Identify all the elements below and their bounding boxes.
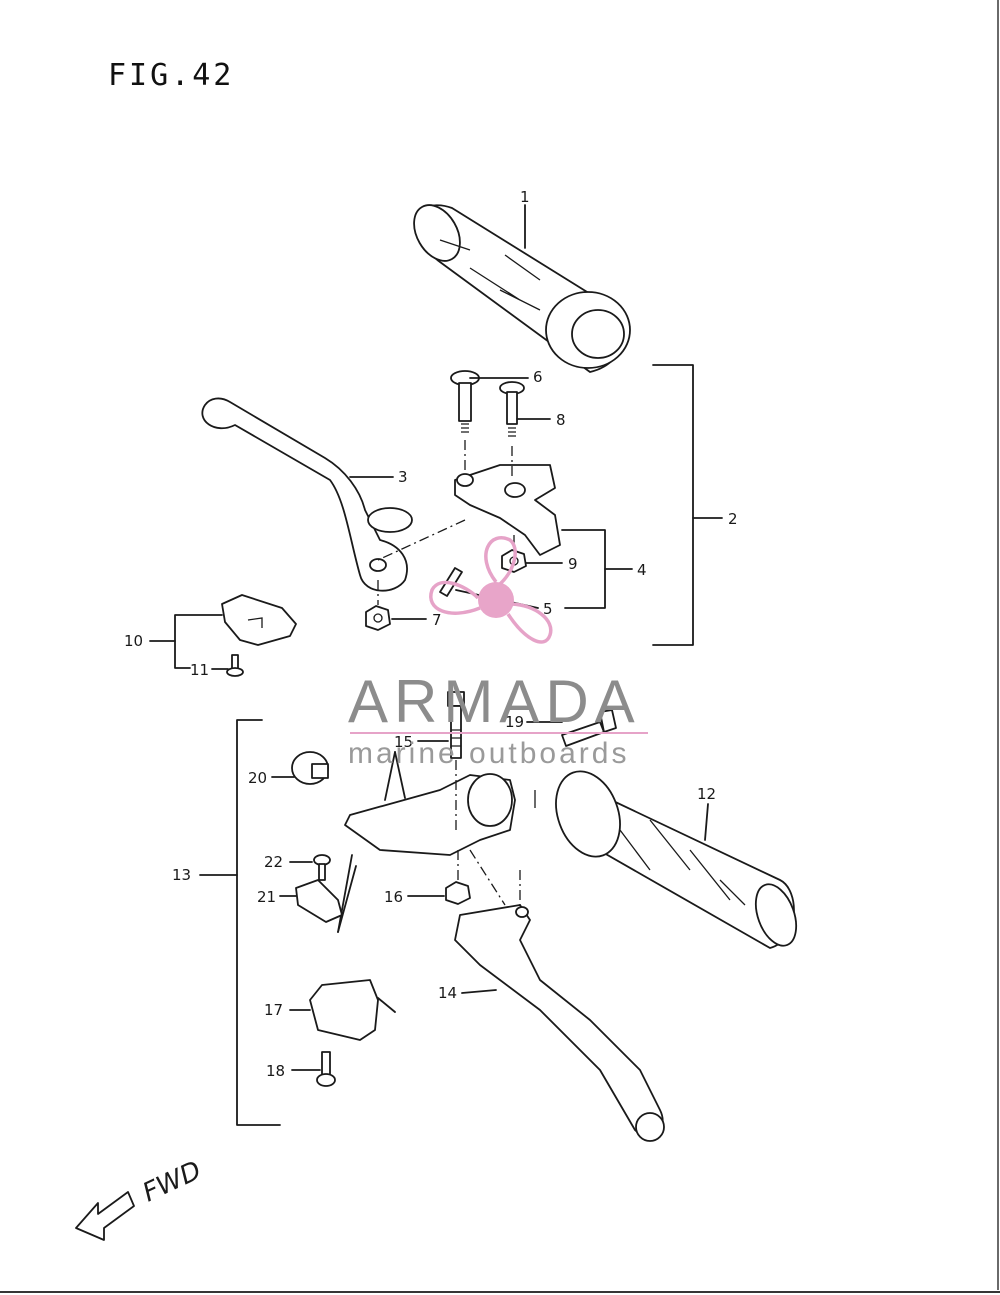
part-6-screw bbox=[450, 370, 480, 433]
callout-22: 22 bbox=[264, 853, 283, 871]
part-20-knob bbox=[291, 751, 329, 785]
part-17-switch bbox=[309, 979, 396, 1041]
part-7-nut bbox=[365, 605, 391, 631]
callout-21: 21 bbox=[257, 888, 276, 906]
figure-title: FIG.42 bbox=[108, 58, 235, 93]
callout-2: 2 bbox=[728, 510, 738, 528]
callout-8: 8 bbox=[556, 411, 566, 429]
callout-20: 20 bbox=[248, 769, 267, 787]
part-3-lever bbox=[201, 397, 413, 592]
part-1-throttle-grip bbox=[413, 204, 631, 373]
part-10-switch bbox=[221, 594, 297, 646]
fwd-label: FWD bbox=[138, 1156, 206, 1209]
watermark-brand: ARMADA bbox=[348, 668, 641, 735]
part-21-cover bbox=[295, 879, 343, 923]
callout-18: 18 bbox=[266, 1062, 285, 1080]
callout-5: 5 bbox=[543, 600, 553, 618]
part-18-screw bbox=[316, 1051, 336, 1087]
part-14-brake-lever bbox=[344, 773, 665, 1142]
callout-6: 6 bbox=[533, 368, 543, 386]
callout-16: 16 bbox=[384, 888, 403, 906]
callout-13: 13 bbox=[172, 866, 191, 884]
part-16-nut bbox=[445, 881, 471, 905]
callout-9: 9 bbox=[568, 555, 578, 573]
callout-7: 7 bbox=[432, 611, 442, 629]
callout-12: 12 bbox=[697, 785, 716, 803]
arrow-icon bbox=[75, 1191, 135, 1241]
part-12-grip bbox=[555, 770, 798, 949]
callout-10: 10 bbox=[124, 632, 143, 650]
callout-3: 3 bbox=[398, 468, 408, 486]
part-22-screw bbox=[313, 854, 331, 881]
callout-15: 15 bbox=[394, 733, 413, 751]
callout-17: 17 bbox=[264, 1001, 283, 1019]
propeller-icon bbox=[429, 536, 553, 644]
watermark-tagline: marine outboards bbox=[348, 737, 629, 770]
callout-19: 19 bbox=[505, 713, 524, 731]
callout-1: 1 bbox=[520, 188, 530, 206]
callout-14: 14 bbox=[438, 984, 457, 1002]
part-8-screw bbox=[499, 381, 525, 437]
callout-4: 4 bbox=[637, 561, 647, 579]
part-4-lever-holder bbox=[454, 464, 561, 556]
part-11-screw bbox=[226, 654, 244, 677]
callout-11: 11 bbox=[190, 661, 209, 679]
